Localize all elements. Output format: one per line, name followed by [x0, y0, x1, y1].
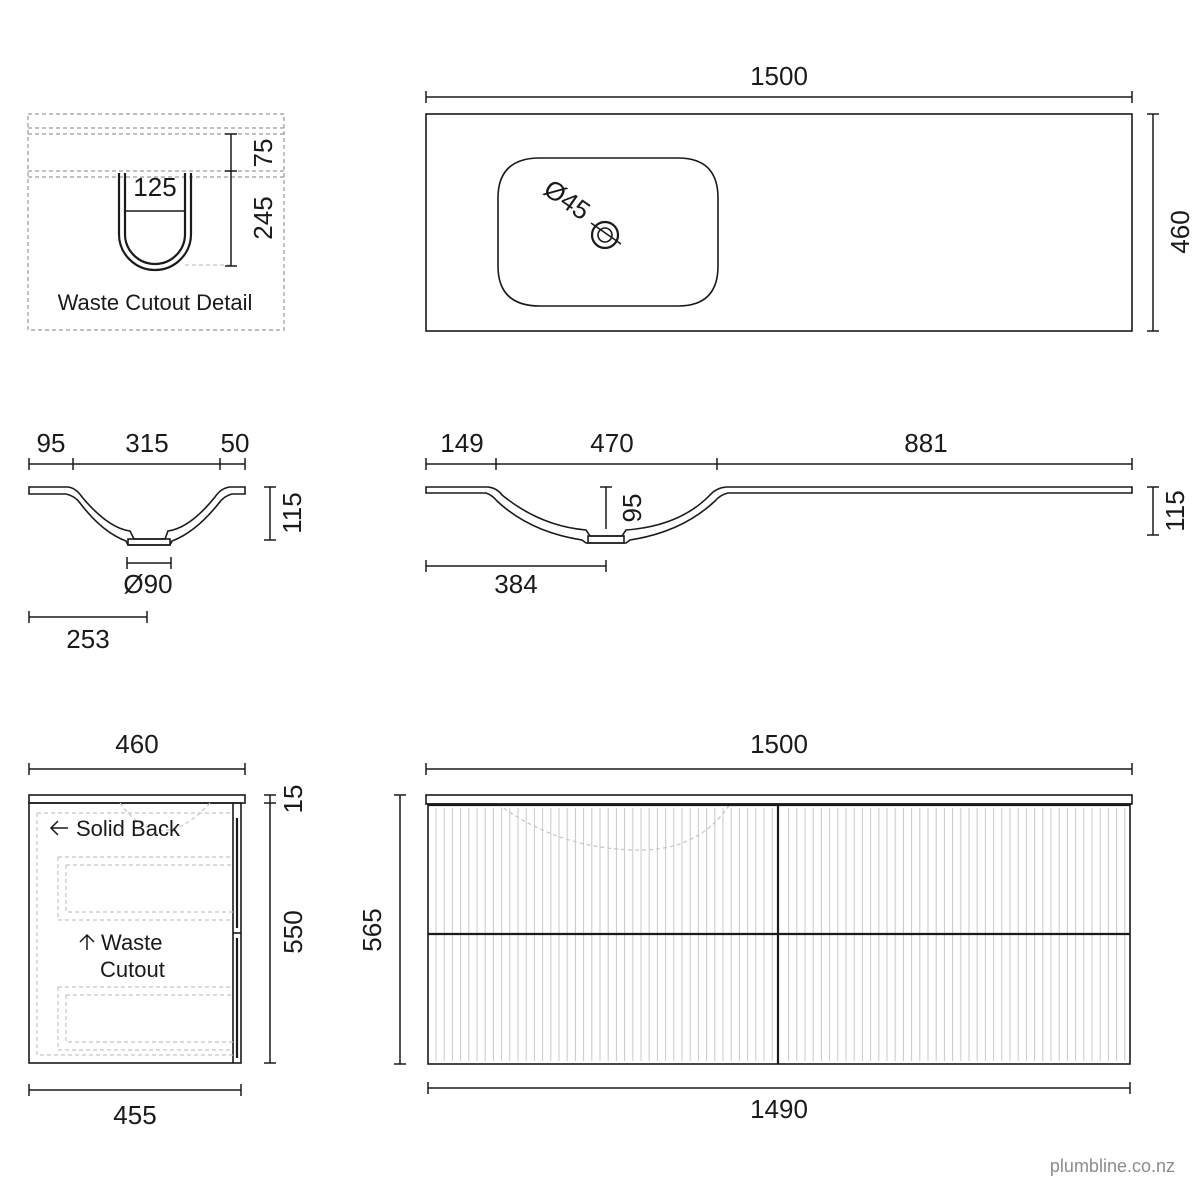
front-right-value: 881	[904, 428, 947, 458]
side-basin-profile	[28, 486, 246, 546]
front-depth-value: 95	[617, 494, 647, 523]
front-height-value: 115	[1160, 490, 1190, 531]
side-right-value: 50	[221, 428, 250, 458]
elev-body-width-value-front: 1490	[750, 1094, 808, 1124]
front-elevation-view: 1500 565 1490	[357, 729, 1133, 1124]
vanity-top-outline	[425, 113, 1133, 332]
front-left-value: 149	[440, 428, 483, 458]
side-elevation-view: 460 Solid Back Waste Cutout 15 550 455	[28, 729, 308, 1130]
side-section-view: 95 315 50 115 Ø90 253	[28, 428, 307, 654]
elev-top-thick-value: 15	[278, 785, 308, 814]
arrow-left-icon	[49, 820, 68, 836]
tap-hole-value: Ø45	[538, 173, 595, 226]
front-section-view: 149 470 881 95 115 384	[425, 428, 1190, 599]
watermark: plumbline.co.nz	[1050, 1156, 1175, 1176]
elev-body-height-value: 550	[278, 910, 308, 953]
side-basin-value: 315	[125, 428, 168, 458]
waste-cutout-detail: 125 75 245 Waste Cutout Detail	[27, 113, 285, 331]
elev-top-width-value: 460	[115, 729, 158, 759]
front-offset-value: 384	[494, 569, 537, 599]
elev-front-top	[425, 794, 1133, 805]
cutout-top-value: 75	[248, 139, 278, 168]
solid-back-label: Solid Back	[76, 816, 181, 841]
waste-detail-label: Waste Cutout Detail	[58, 290, 253, 315]
elev-front-width-value: 1500	[750, 729, 808, 759]
elev-front-height-value: 565	[357, 908, 387, 951]
cutout-depth-value: 245	[248, 196, 278, 239]
front-basin-profile	[425, 486, 1133, 544]
cutout-width-value: 125	[133, 172, 176, 202]
arrow-up-icon	[79, 933, 95, 950]
side-height-value: 115	[277, 492, 307, 533]
elev-side-top	[28, 794, 246, 804]
waste-cutout-label-line2: Cutout	[100, 957, 165, 982]
detail-frame	[27, 113, 285, 331]
tap-hole	[590, 220, 620, 250]
waste-cutout-shape	[117, 173, 193, 272]
top-plan-view: 1500 Ø45 460	[425, 61, 1195, 332]
side-left-value: 95	[37, 428, 66, 458]
plan-depth-value: 460	[1165, 210, 1195, 253]
plan-width-value: 1500	[750, 61, 808, 91]
side-offset-value: 253	[66, 624, 109, 654]
waste-cutout-label-line1: Waste	[101, 930, 163, 955]
elev-body-width-value: 455	[113, 1100, 156, 1130]
side-waste-value: Ø90	[123, 569, 172, 599]
front-basin-value: 470	[590, 428, 633, 458]
basin-bowl-outline	[497, 157, 719, 307]
